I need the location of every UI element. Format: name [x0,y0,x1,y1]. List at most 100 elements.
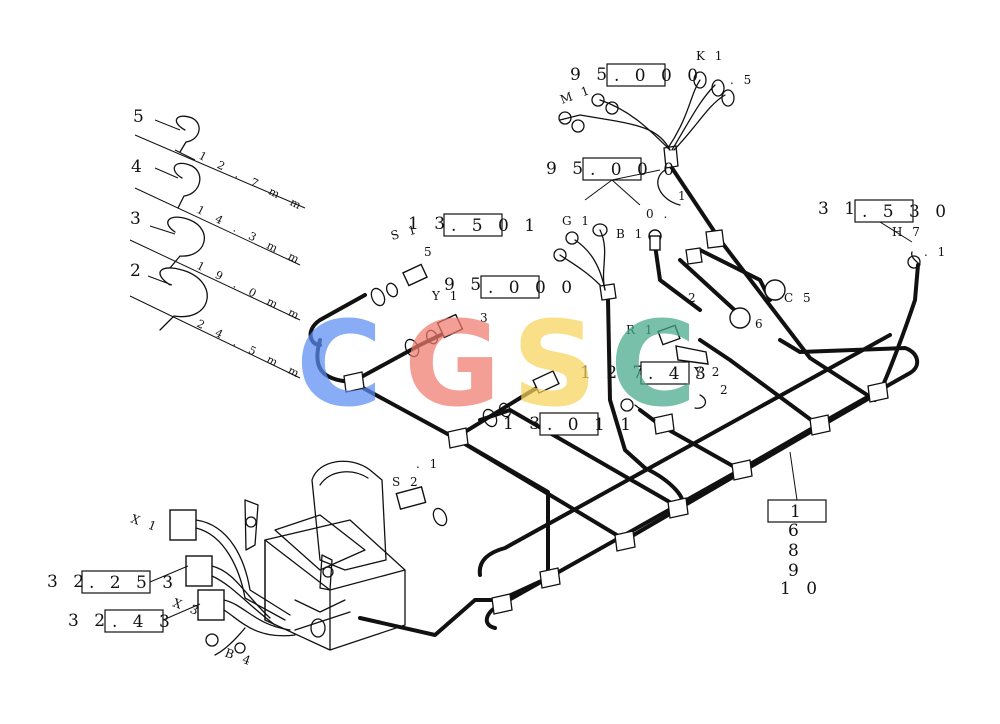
clip-2-number: 2 [130,261,146,281]
clip-3-dimension: 1 9 . 0 m m [195,259,306,324]
tag-s2-suffix: . 1 [416,457,440,471]
operator-seat-icon [244,460,406,651]
reference-labels: 9 5 . 0 0 0 9 5 . 0 0 0 1 3 . 5 0 1 9 5 … [47,63,951,633]
ref-31530-prefix: 3 1 [818,199,860,219]
clip-4-icon [134,162,301,266]
ref-324-value: . 4 3 [112,612,175,632]
tag-y2-suffix: 2 [720,383,731,397]
connector-y1-icon [436,313,464,339]
connector-6-icon [729,307,751,329]
tag-s1: S 1 [389,222,420,243]
ref-127-box [640,361,690,385]
ref-95b-prefix: 9 5 [546,159,588,179]
tee-5 [491,593,513,615]
tee-7 [731,459,753,481]
top-branch [553,71,921,421]
tag-k1-suffix: . 5 [730,73,754,87]
tag-g1: G 1 [562,214,592,228]
tag-h7-suffix: . 1 [924,245,948,259]
clip-4-dimension: 1 4 . 3 m m [195,203,306,268]
tag-s2: S 2 [392,475,421,489]
clip-4-number: 4 [131,157,147,177]
tee-10 [653,413,675,435]
tag-2: 2 [688,291,699,305]
tag-r1: R 1 [626,323,655,337]
ref-95c-box [480,275,540,299]
connector-c5-icon [764,279,786,301]
ref-1-sub-9: 9 [788,561,804,581]
watermark-letter-g: G [404,295,501,433]
tag-1a: 1 [678,189,689,203]
ref-95a-value: . 0 0 0 [614,66,703,86]
ref-13501-box [443,213,503,237]
tag-0: 0 . [646,207,670,221]
watermark-logo: C G S C [296,295,697,433]
tee-8 [809,414,831,436]
tag-m1: M 1 [558,82,594,106]
tee-1 [343,371,365,393]
tee-9 [867,381,889,403]
connector-r1-icon [657,324,681,346]
connector-x2-icon [185,555,213,587]
tag-y2: Y 2 [693,365,722,379]
clip-3-icon [129,216,301,321]
ref-95c-prefix: 9 5 [444,275,486,295]
watermark-letter-c2: C [610,295,697,433]
tee-3 [614,530,636,552]
relay-r1-icon [675,345,709,365]
ref-3225-prefix: 3 2 [47,572,89,592]
junction-tees [343,145,889,615]
ref-1301-value: . 0 1 1 [547,415,636,435]
clip-2-dimension: 2 4 . 5 m m [195,317,306,382]
tag-b4: B 4 [223,646,255,669]
tee-2 [447,427,469,449]
connector-s2-icon [395,486,427,510]
ref-1301-prefix: 1 3 [503,414,545,434]
ref-95c-value: . 0 0 0 [488,278,577,298]
tag-h7: H 7 [892,225,923,239]
tag-6: 6 [755,317,766,331]
ref-95a-box [606,63,666,87]
tag-c5: C 5 [784,291,814,305]
tag-y1-suffix: 3 [480,311,491,325]
ref-95a-prefix: 9 5 [570,65,612,85]
ref-3225-value: . 2 5 3 [89,573,178,593]
ref-13501-prefix: 1 3 [408,214,450,234]
ref-1-value: 1 [790,502,806,522]
watermark-letter-s: S [512,295,597,433]
ref-127-value: . 4 3 [648,364,711,384]
clip-2-icon [129,267,301,379]
left-connector-wires [195,519,351,656]
tag-b1: B 1 [616,227,645,241]
tee-14 [663,145,679,169]
tag-x1: X 1 [129,512,161,535]
ref-1-sub-8: 8 [788,541,804,561]
tee-6 [667,497,689,519]
tag-y1: Y 1 [431,289,460,303]
clip-3-number: 3 [130,209,146,229]
clip-5-number: 5 [133,107,149,127]
ref-324-prefix: 3 2 [68,611,110,631]
ref-31530-box [854,199,914,223]
tee-11 [705,229,725,249]
connector-s1-icon [402,263,428,287]
ref-13501-value: . 5 0 1 [451,216,540,236]
ref-127-prefix: 1 2 7 [580,363,648,383]
ref-1301-box [539,412,599,436]
sensor-b1-body [649,235,661,251]
grommets [370,282,512,527]
tee-4 [539,567,561,589]
ref-1-sub-6: 6 [788,521,804,541]
clip-5-dimension: 1 2 . 7 m m [197,149,308,214]
tag-k1: K 1 [696,49,725,63]
connector-s1b-icon [532,370,560,394]
ref-1-sub-10: 1 0 [780,579,822,599]
connector-x1-icon [169,509,197,541]
ref-324-box [104,609,164,633]
tee-12 [685,247,703,265]
watermark-letter-c1: C [296,295,383,433]
ref-31530-value: . 5 3 0 [862,202,951,222]
ref-95b-value: . 0 0 0 [590,160,679,180]
cable-clip-group: 5 4 3 2 1 2 . 7 m m 1 4 . 3 m m 1 9 . 0 … [129,107,308,382]
